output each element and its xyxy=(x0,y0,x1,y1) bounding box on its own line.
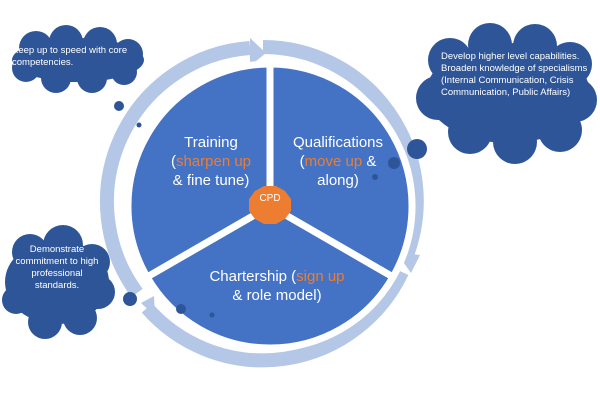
callout-tail-dot xyxy=(388,157,400,169)
training-subtitle: (sharpen up xyxy=(170,153,252,170)
cycle-arrow-arc-bottom xyxy=(141,269,409,368)
training-highlight: sharpen up xyxy=(175,153,252,170)
chartership-subtitle-rest: & role model) xyxy=(232,287,322,304)
callout-tail-dot xyxy=(372,174,378,180)
qualifications-title: Qualifications xyxy=(292,134,384,151)
chartership-highlight: sign up xyxy=(296,268,345,285)
chartership-line: Chartership (sign up xyxy=(209,268,345,285)
cycle-arrow-arc-top-right xyxy=(262,40,424,258)
callout-tail-dot xyxy=(136,122,142,128)
cycle-arrowhead-bottom-left xyxy=(141,296,155,316)
callout-tail-dot xyxy=(209,312,215,318)
qualifications-highlight: move up xyxy=(304,153,363,170)
cpd-hub-label: CPD xyxy=(259,193,281,204)
segment-chartership-label: Chartership (sign up & role model) xyxy=(182,267,372,305)
callout-specialisms-text: Develop higher level capabilities. Broad… xyxy=(441,51,588,98)
cycle-arrow-arc-left xyxy=(100,41,251,298)
callout-standards-text: Demonstrate commitment to high professio… xyxy=(15,244,99,291)
callout-tail-dot xyxy=(407,139,427,159)
callout-tail-dot xyxy=(176,304,186,314)
cycle-arrowhead-top xyxy=(250,38,266,66)
training-subtitle-rest: & fine tune) xyxy=(172,172,250,189)
qualifications-subtitle: (move up & xyxy=(299,153,377,170)
segment-qualifications-label: Qualifications (move up & along) xyxy=(278,133,398,190)
training-title: Training xyxy=(184,134,238,151)
segment-training xyxy=(124,60,274,281)
callout-cloud-specialisms xyxy=(416,23,597,164)
qualifications-subtitle-rest: along) xyxy=(317,172,359,189)
cpd-hub xyxy=(249,186,291,224)
segment-training-label: Training (sharpen up & fine tune) xyxy=(152,133,270,190)
callout-cloud-core xyxy=(12,25,144,93)
callout-tail-dot xyxy=(123,292,137,306)
callout-core-text: Keep up to speed with core competencies. xyxy=(12,45,128,68)
chartership-title: Chartership xyxy=(209,268,292,285)
callout-tail-dot xyxy=(114,101,124,111)
callout-cloud-standards xyxy=(2,225,115,339)
